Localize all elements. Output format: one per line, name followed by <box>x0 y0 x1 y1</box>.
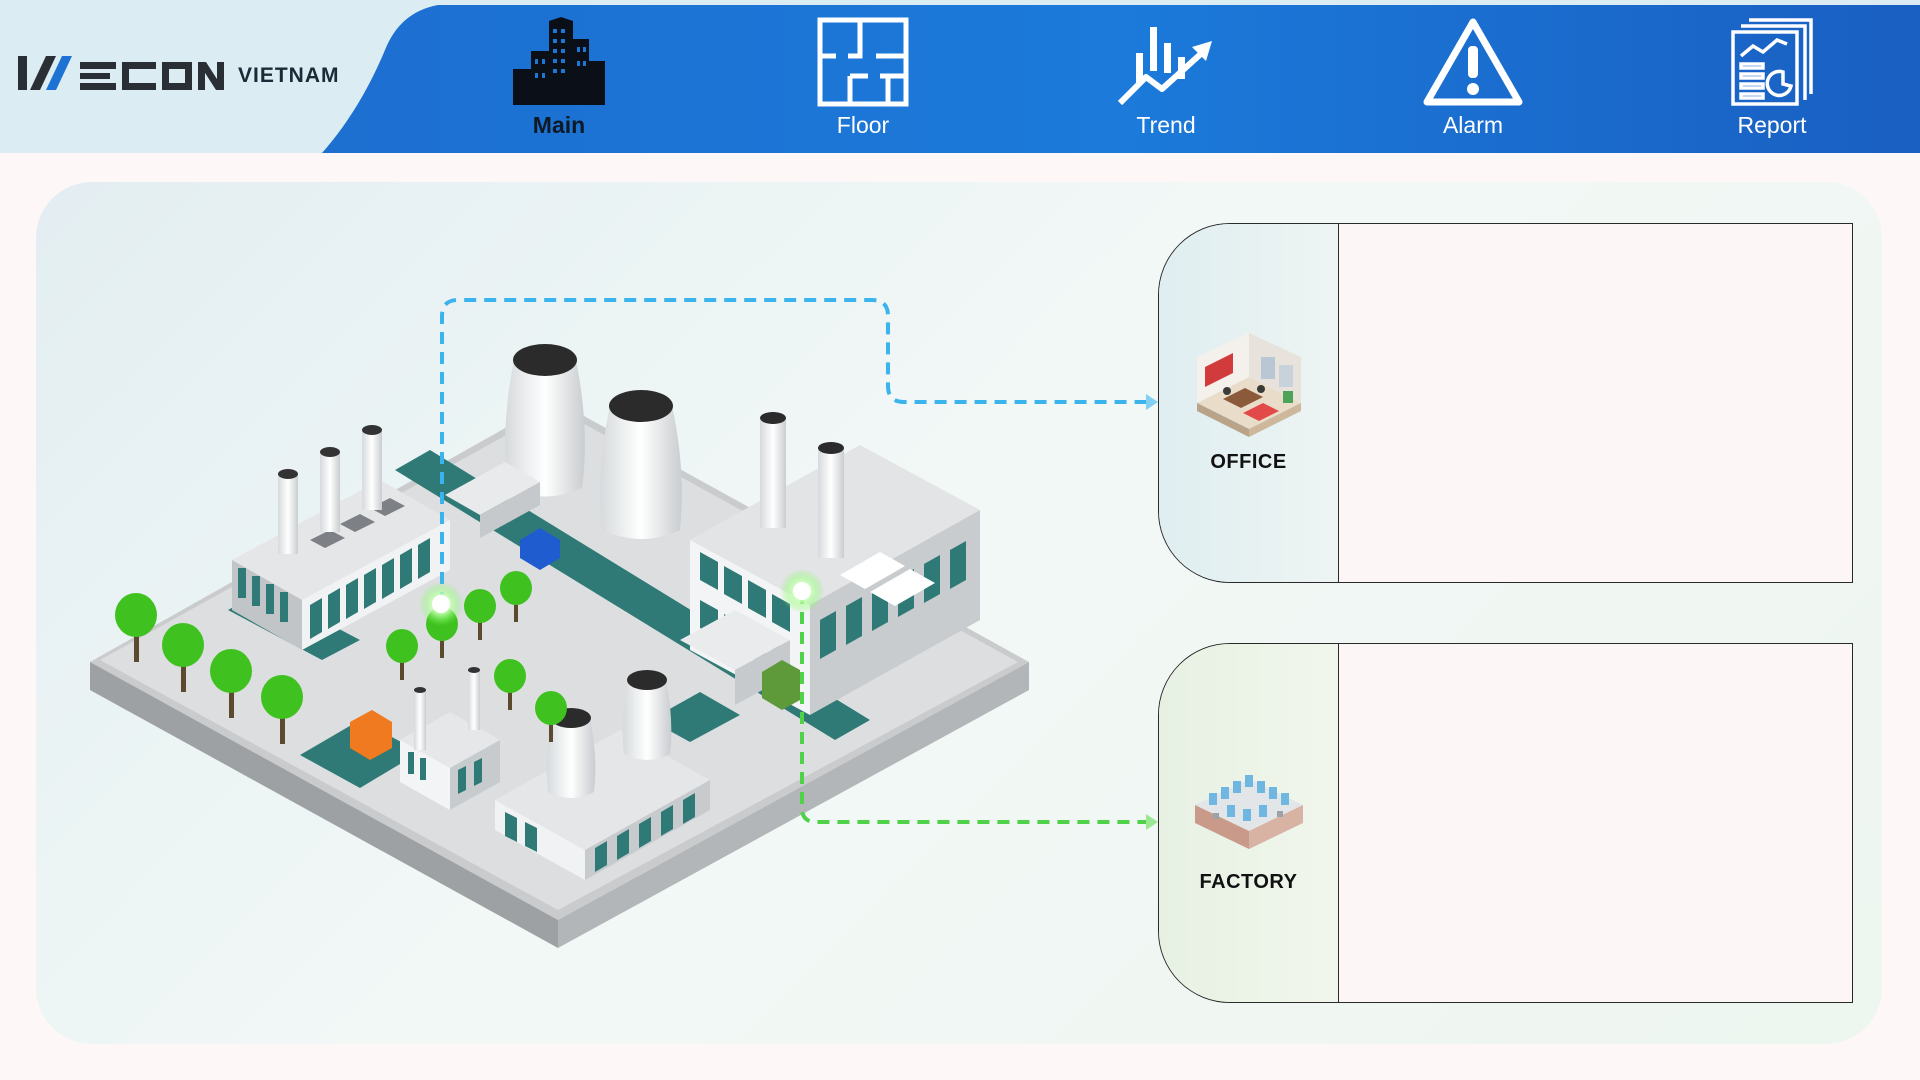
report-document-icon <box>1731 18 1813 106</box>
top-navigation-bar: VIETNAM <box>0 0 1920 153</box>
header-background <box>322 5 1920 153</box>
nav-alarm-label: Alarm <box>1442 112 1504 138</box>
nav-alarm-button[interactable]: Alarm <box>1373 14 1573 144</box>
warning-triangle-icon <box>1423 18 1523 106</box>
office-zone-header[interactable]: OFFICE <box>1159 224 1339 582</box>
nav-main-button[interactable]: Main <box>459 14 659 144</box>
office-zone-label: OFFICE <box>1210 450 1287 473</box>
brand-region-label: VIETNAM <box>238 64 340 87</box>
office-zone-card[interactable]: OFFICE <box>1158 223 1853 583</box>
factory-zone-content <box>1339 644 1852 1002</box>
factory-zone-card[interactable]: FACTORY <box>1158 643 1853 1003</box>
nav-report-button[interactable]: Report <box>1672 14 1872 144</box>
factory-zone-label: FACTORY <box>1199 870 1298 893</box>
nav-trend-button[interactable]: Trend <box>1066 14 1266 144</box>
trend-chart-icon <box>1117 27 1212 106</box>
factory-connection-line <box>800 592 1150 824</box>
floor-plan-icon <box>817 17 909 107</box>
nav-main-label: Main <box>532 112 586 138</box>
nav-trend-label: Trend <box>1136 112 1196 138</box>
factory-zone-header[interactable]: FACTORY <box>1159 644 1339 1002</box>
buildings-icon <box>513 17 605 105</box>
office-connection-line <box>440 298 1150 604</box>
nav-floor-label: Floor <box>836 112 890 138</box>
wecon-logo-icon <box>18 56 224 90</box>
office-zone-content <box>1339 224 1852 582</box>
nav-report-label: Report <box>1737 112 1807 138</box>
office-room-icon <box>1196 332 1301 437</box>
nav-floor-button[interactable]: Floor <box>763 14 963 144</box>
brand-logo: VIETNAM <box>16 46 340 96</box>
factory-floor-icon <box>1194 774 1303 849</box>
